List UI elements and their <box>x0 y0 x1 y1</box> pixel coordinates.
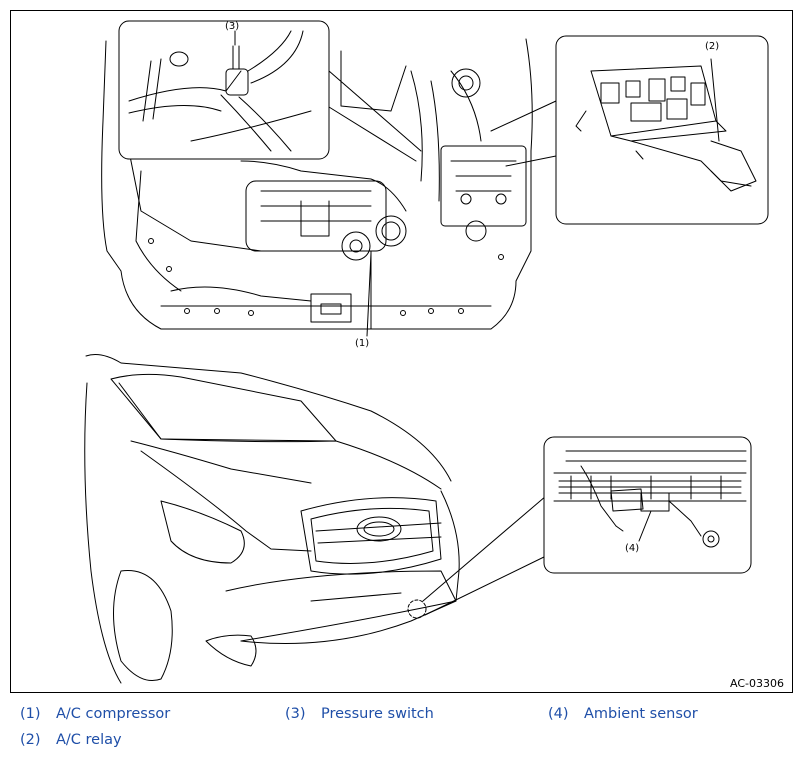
callout-1-leader <box>366 252 372 337</box>
vehicle-front-drawing <box>84 354 460 684</box>
pressure-switch-inset <box>118 20 330 160</box>
callout-4-leader <box>638 510 652 542</box>
legend-number: (2) <box>20 732 41 748</box>
legend-item-ambient-sensor: (4) Ambient sensor <box>548 706 698 722</box>
callout-1-label: (1) <box>355 338 369 349</box>
callout-4-label: (4) <box>625 543 639 554</box>
legend-label: Pressure switch <box>321 706 434 722</box>
figure-id: AC-03306 <box>730 677 784 690</box>
legend: (1) A/C compressor (3) Pressure switch (4)… <box>0 704 804 754</box>
legend-item-ac-compressor: (1) A/C compressor <box>20 706 170 722</box>
inset-4-pointer <box>422 495 547 616</box>
inset-3-pointer <box>328 70 422 162</box>
legend-item-pressure-switch: (3) Pressure switch <box>285 706 434 722</box>
legend-label: Ambient sensor <box>584 706 698 722</box>
legend-item-ac-relay: (2) A/C relay <box>20 732 122 748</box>
callout-3-label: (3) <box>225 21 239 32</box>
callout-2-leader <box>710 58 720 142</box>
legend-label: A/C relay <box>56 732 122 748</box>
legend-number: (1) <box>20 706 41 722</box>
engine-bay-drawing <box>101 38 533 330</box>
sensor-location-marker <box>407 599 427 619</box>
relay-box-inset <box>555 35 769 225</box>
legend-label: A/C compressor <box>56 706 171 722</box>
diagram-svg: (1) (3) (2) <box>84 20 769 684</box>
inset-2-pointer <box>490 100 557 167</box>
callout-2-label: (2) <box>705 41 719 52</box>
diagram-frame: (1) (3) (2) <box>10 10 793 693</box>
legend-number: (4) <box>548 706 569 722</box>
legend-number: (3) <box>285 706 306 722</box>
ambient-sensor-inset <box>543 436 752 574</box>
